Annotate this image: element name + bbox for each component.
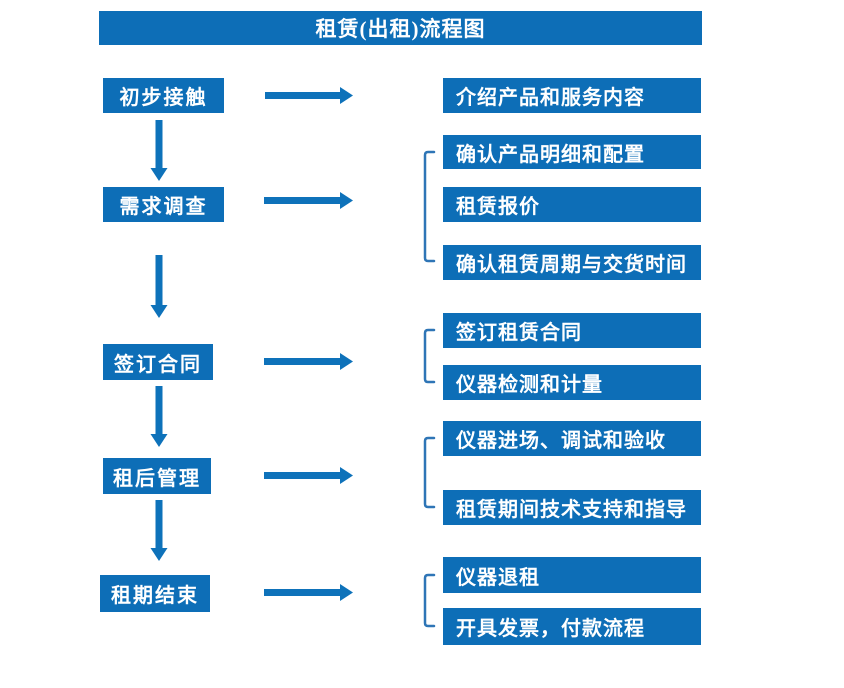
right-arrow-icons: [264, 87, 353, 601]
arrow-right-icon-step4: [264, 467, 353, 484]
arrow-right-icon-step1: [265, 87, 353, 104]
arrow-right-icon-step2: [264, 192, 353, 209]
arrow-down-icon-step4-step5: [150, 500, 168, 561]
arrow-right-icon-step3: [264, 353, 353, 370]
flowchart-title: 租赁(出租)流程图: [99, 11, 702, 45]
bracket-group-step2: [423, 150, 436, 263]
step-rental-end: 租期结束: [100, 575, 210, 612]
bracket-group-step5: [423, 573, 436, 628]
bracket-group-step3: [423, 328, 436, 384]
step-demand-survey: 需求调查: [103, 187, 224, 222]
arrow-down-icon-step3-step4: [150, 386, 168, 447]
detail-confirm-rental-period-delivery: 确认租赁周期与交货时间: [443, 245, 701, 280]
step-post-rental-management: 租后管理: [103, 458, 211, 494]
detail-instrument-return: 仪器退租: [443, 557, 701, 593]
detail-rental-quote: 租赁报价: [443, 187, 701, 222]
detail-sign-rental-contract: 签订租赁合同: [443, 313, 701, 348]
detail-introduce-products-services: 介绍产品和服务内容: [443, 78, 701, 113]
arrow-down-icon-step2-step3: [150, 255, 168, 318]
detail-instrument-testing-metering: 仪器检测和计量: [443, 365, 701, 400]
arrow-down-icon-step1-step2: [150, 120, 168, 181]
bracket-group-step4: [423, 436, 436, 509]
detail-instrument-setup-acceptance: 仪器进场、调试和验收: [443, 421, 701, 456]
detail-invoice-payment-process: 开具发票，付款流程: [443, 608, 701, 645]
arrow-right-icon-step5: [264, 584, 353, 601]
step-sign-contract: 签订合同: [103, 344, 213, 380]
detail-tech-support-guidance: 租赁期间技术支持和指导: [443, 490, 701, 525]
detail-confirm-product-specs: 确认产品明细和配置: [443, 135, 701, 169]
step-initial-contact: 初步接触: [103, 78, 224, 113]
group-brackets: [423, 150, 436, 628]
